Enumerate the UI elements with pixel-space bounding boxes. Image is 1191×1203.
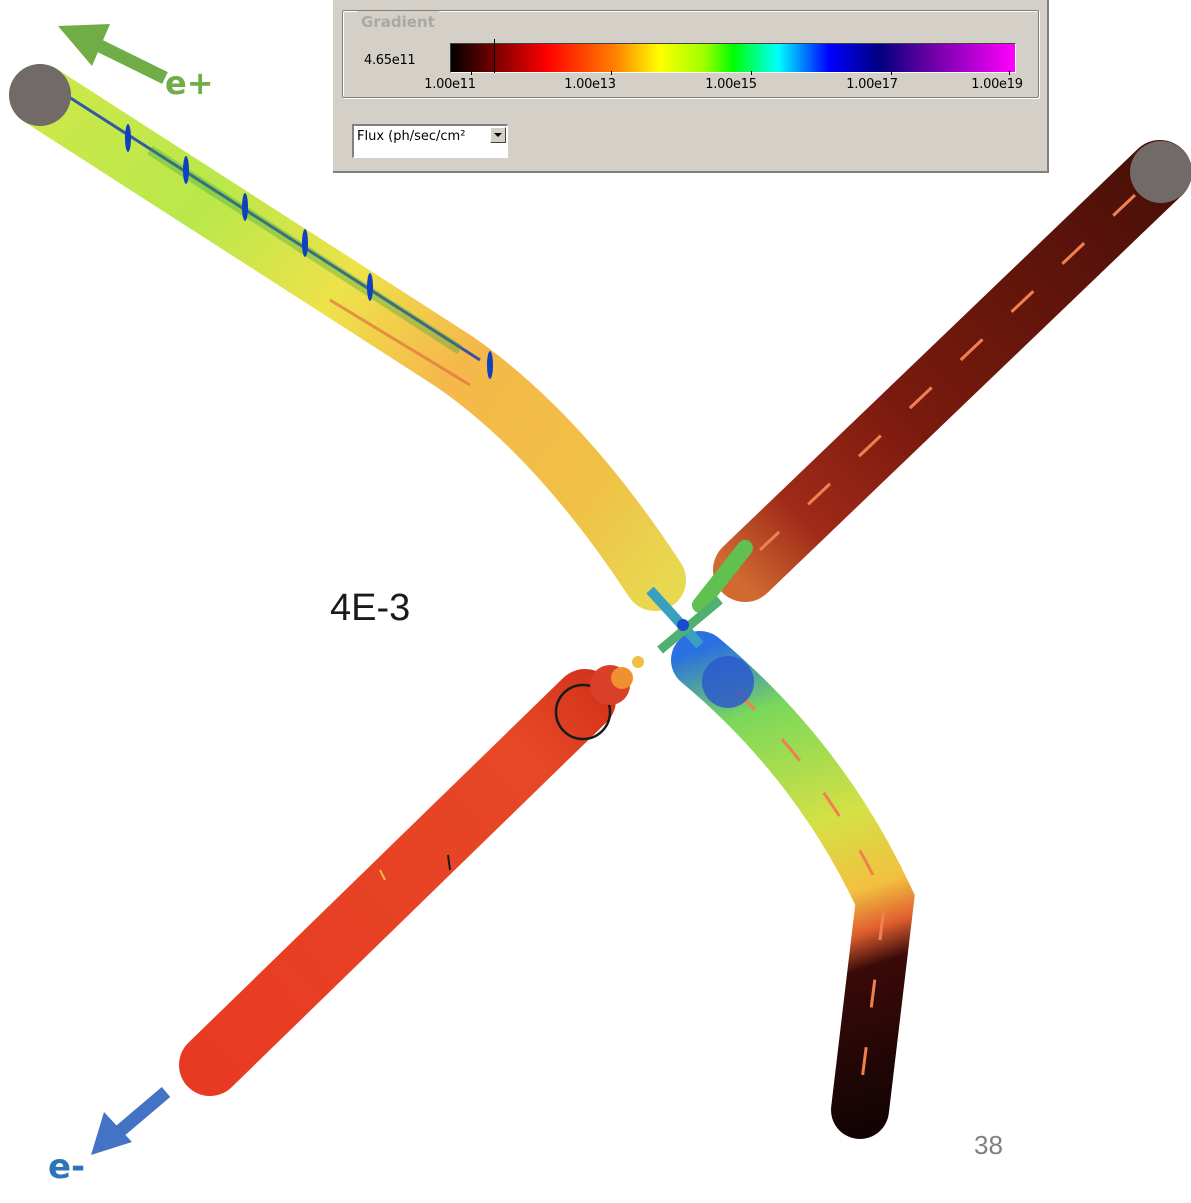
scale-tick (891, 71, 892, 75)
lower-right-beampipe (671, 631, 915, 1139)
gradient-group-title: Gradient (357, 11, 439, 33)
scale-tick (1009, 71, 1010, 75)
gradient-panel: Gradient 4.65e11 1.00e11 1.00e13 1.00e15… (333, 0, 1049, 173)
gradient-color-bar[interactable] (450, 43, 1016, 73)
gradient-groupbox: Gradient 4.65e11 1.00e11 1.00e13 1.00e15… (342, 10, 1039, 98)
gradient-marker-handle[interactable] (494, 39, 495, 73)
quantity-select-value: Flux (ph/sec/cm² (357, 129, 466, 144)
scale-label: 1.00e15 (705, 77, 757, 92)
upper-left-cap (9, 64, 71, 126)
flux-annotation: 4E-3 (330, 587, 411, 629)
scale-label: 1.00e13 (564, 77, 616, 92)
chevron-down-icon[interactable] (490, 127, 506, 143)
flange-marks (125, 124, 493, 379)
positron-direction-arrow (58, 24, 168, 84)
scale-tick (471, 71, 472, 75)
scale-tick (611, 71, 612, 75)
scale-label-max: 1.00e19 (971, 77, 1023, 92)
interaction-point (646, 586, 723, 654)
electron-label: e- (48, 1147, 86, 1187)
page-number: 38 (974, 1130, 1003, 1160)
current-value-readout: 4.65e11 (364, 53, 416, 68)
electron-direction-arrow (91, 1087, 171, 1155)
scale-label: 1.00e17 (846, 77, 898, 92)
positron-label: e+ (165, 64, 214, 102)
scale-tick (751, 71, 752, 75)
upper-right-cap (1130, 141, 1191, 203)
scale-label-min: 1.00e11 (424, 77, 476, 92)
upper-right-beampipe (692, 140, 1191, 613)
lower-left-beampipe (179, 656, 644, 1096)
quantity-select[interactable]: Flux (ph/sec/cm² (352, 124, 508, 158)
upper-left-beampipe (9, 64, 686, 611)
